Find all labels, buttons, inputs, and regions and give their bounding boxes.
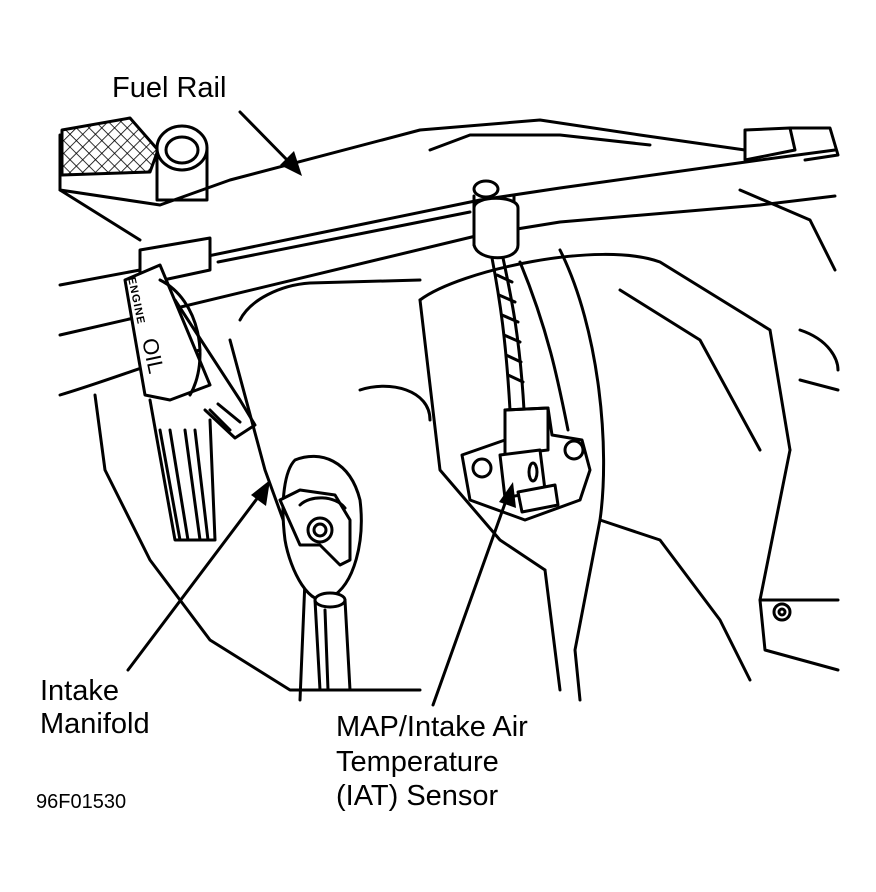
intake-manifold-label-line1: Intake <box>40 675 119 707</box>
bolt-head-top <box>155 124 209 202</box>
map-iat-sensor-label: MAP/Intake Air Temperature (IAT) Sensor <box>336 711 528 812</box>
manifold-left <box>58 278 432 702</box>
intake-manifold-leader <box>126 490 264 672</box>
map-iat-sensor-body <box>460 406 592 522</box>
map-sensor-arrowhead <box>499 482 516 508</box>
fuel-rail-arrowhead <box>280 151 302 176</box>
manifold-runner <box>418 188 840 702</box>
intake-manifold-arrowhead <box>251 480 270 506</box>
fuel-rail-label: Fuel Rail <box>112 72 226 104</box>
lower-hose <box>313 591 352 692</box>
hatched-grille <box>60 116 160 177</box>
sensor-wires <box>490 256 570 432</box>
callout-arrowheads <box>251 151 516 508</box>
fuel-rail-leader <box>238 110 294 167</box>
intake-manifold-label-line2: Manifold <box>40 708 150 740</box>
wingnut-assembly <box>278 454 363 602</box>
figure-number: 96F01530 <box>36 791 126 813</box>
map-iat-label-line2: Temperature <box>336 746 499 778</box>
engine-block-top <box>58 118 840 242</box>
oil-fill-tube <box>123 263 257 542</box>
map-sensor-leader <box>431 493 510 707</box>
map-iat-label-line3: (IAT) Sensor <box>336 780 499 812</box>
rail-injector-cap <box>472 179 520 260</box>
map-iat-label-line1: MAP/Intake Air <box>336 711 528 743</box>
callout-leaders <box>126 110 510 707</box>
intake-manifold-label: Intake Manifold <box>40 675 150 740</box>
